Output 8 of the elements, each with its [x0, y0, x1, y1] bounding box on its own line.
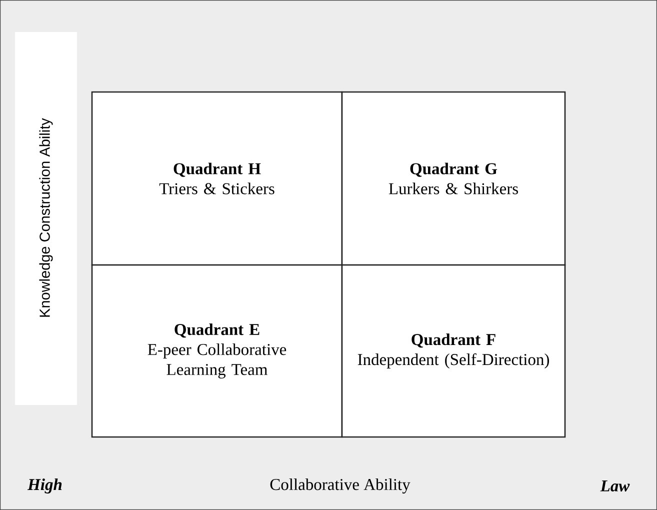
quadrant-box: Quadrant G Lurkers & Shirkers: [341, 91, 566, 266]
axis-end-label: Law: [600, 480, 630, 492]
axis-label: Knowledge Construction Ability: [39, 118, 53, 317]
axis-end-label: High: [27, 478, 62, 494]
quadrant-box: Quadrant E E-peer Collaborative Learning Team: [91, 264, 343, 438]
quadrant-box: Quadrant H Triers & Stickers: [91, 91, 343, 266]
quadrant-box: Quadrant F Independent (Self-Direction): [341, 264, 566, 438]
axis-label: Collaborative Ability: [270, 478, 410, 494]
